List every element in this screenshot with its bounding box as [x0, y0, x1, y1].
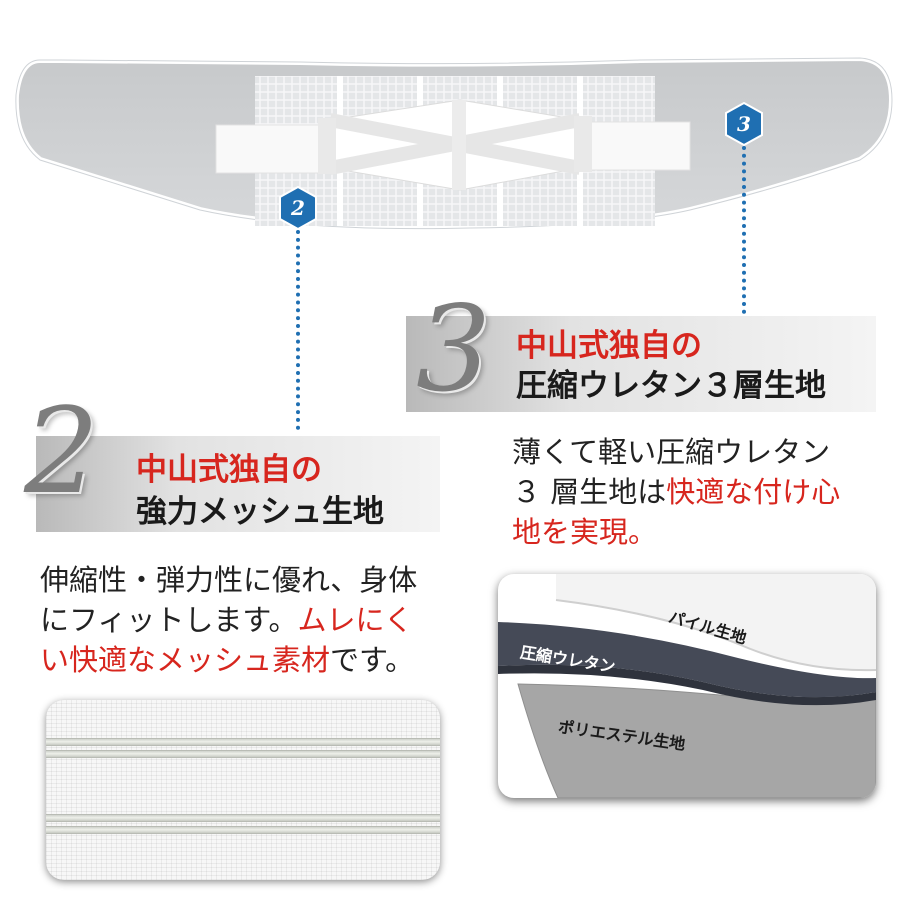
mesh-stripe-lower [46, 814, 440, 822]
feature-3-description: 薄くて軽い圧縮ウレタン ３ 層生地は快適な付け心 地を実現。 [512, 432, 882, 552]
feature-3-desc-line2-black: ３ 層生地は [512, 475, 667, 509]
feature-2-banner [36, 436, 440, 532]
feature-2-title-line1: 中山式独自の [136, 452, 322, 487]
feature-3-desc-line3-red: 地を実現。 [512, 515, 658, 549]
belt-illustration [12, 54, 896, 232]
marker-2-number: 2 [291, 196, 305, 220]
marker-3-leader-line [742, 146, 746, 314]
feature-2-desc-line2-black: にフィットします。 [40, 603, 298, 637]
mesh-stripe-top [46, 738, 440, 746]
feature-3-title-line1: 中山式独自の [516, 328, 702, 363]
feature-2-desc-line3-red: い快適なメッシュ素材 [40, 643, 331, 677]
feature-3-big-number: 3 [416, 280, 492, 418]
marker-2-hex-icon: 2 [278, 185, 318, 231]
feature-3-desc-line1: 薄くて軽い圧縮ウレタン [512, 435, 831, 469]
feature-3-title-line2: 圧縮ウレタン３層生地 [516, 368, 826, 403]
marker-3-number: 3 [737, 112, 751, 136]
belt-strap-right [579, 121, 691, 171]
feature-2-desc-line3-black: です。 [330, 643, 415, 677]
layer-pile-shape [556, 574, 876, 671]
layer-polyester-shape [518, 684, 876, 798]
feature-2-desc-line2-red: ムレにく [297, 603, 413, 637]
feature-3-desc-line2-red: 快適な付け心 [666, 475, 841, 509]
feature-2-description: 伸縮性・弾力性に優れ、身体 にフィットします。ムレにく い快適なメッシュ素材です… [40, 560, 460, 680]
feature-2-title-line2: 強力メッシュ生地 [136, 494, 384, 529]
belt-strap-left [215, 124, 337, 174]
mesh-fabric-sample [46, 700, 440, 880]
layer-urethane-shape [498, 622, 876, 698]
marker-2-leader-line [296, 230, 300, 430]
layer-structure-illustration: パイル生地 圧縮ウレタン ポリエステル生地 [498, 574, 876, 798]
feature-3-banner [406, 316, 876, 412]
feature-2-big-number: 2 [24, 382, 100, 520]
mesh-stripe-middle [46, 750, 440, 758]
marker-3-hex-icon: 3 [724, 101, 764, 147]
feature-2-desc-line1: 伸縮性・弾力性に優れ、身体 [40, 563, 418, 597]
mesh-stripe-bottom [46, 826, 440, 834]
